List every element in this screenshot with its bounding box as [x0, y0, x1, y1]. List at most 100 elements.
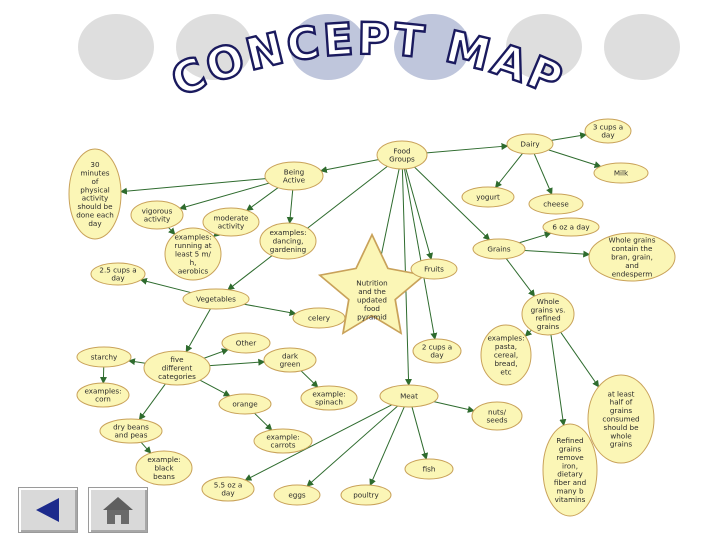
edge-grains-six_oz — [519, 231, 552, 244]
node-bubble — [99, 418, 163, 444]
node-bubble — [593, 162, 649, 184]
node-label: starchy — [91, 353, 118, 362]
node-bubble — [264, 161, 324, 191]
edge-dairy-yogurt — [494, 153, 523, 189]
decor-circle-5 — [506, 14, 582, 80]
node-bubble — [76, 346, 132, 368]
node-label: 6 oz a day — [552, 223, 590, 232]
node-label: example:spinach — [312, 389, 345, 406]
node-label: orange — [232, 400, 258, 409]
node-label: Milk — [614, 169, 629, 178]
node-bubble — [76, 382, 130, 408]
node-bubble — [135, 450, 193, 486]
node-bubble — [273, 484, 321, 506]
node-grain-examples: examples:pasta,cereal,bread,etc — [480, 324, 532, 386]
node-bubble — [471, 401, 523, 431]
node-bubble — [521, 292, 575, 336]
edge-vegetables-two_half_cups — [139, 277, 191, 294]
node-carrots: example:carrots — [253, 428, 313, 454]
node-label: Vegetables — [196, 295, 236, 304]
node-label: poultry — [353, 491, 379, 500]
node-bubble — [263, 347, 317, 373]
edge-dark_green-spinach — [300, 370, 319, 388]
edge-meat-five_oz — [244, 404, 393, 481]
edge-food_groups-fruits — [405, 168, 433, 261]
node-bubble — [404, 458, 454, 480]
edge-being_active-thirty_min — [119, 178, 266, 195]
edge-being_active-vigorous — [179, 182, 270, 211]
back-button[interactable] — [18, 487, 78, 533]
node-bubble — [584, 118, 632, 144]
node-bubble — [259, 222, 317, 260]
edge-five_categories-dry_beans — [138, 383, 166, 421]
node-label: examples:dancing,gardening — [269, 228, 306, 254]
node-orange: orange — [218, 393, 272, 415]
node-bubble — [461, 186, 515, 208]
node-poultry: poultry — [340, 484, 392, 506]
node-bubble — [588, 232, 676, 282]
node-bubble — [130, 200, 184, 230]
node-label: Fruits — [424, 265, 444, 274]
edge-dairy-cheese — [533, 153, 553, 196]
back-arrow-icon — [36, 498, 59, 522]
title-graphic: CONCEPT MAP — [163, 13, 570, 109]
edge-dairy-milk — [548, 149, 602, 168]
edge-vigorous-running — [168, 227, 176, 235]
node-meat: Meat — [379, 384, 439, 408]
connector-lines — [99, 132, 602, 487]
node-bubble — [340, 484, 392, 506]
node-bubble — [542, 423, 598, 517]
node-dairy: Dairy — [506, 133, 554, 155]
edge-five_categories-other — [203, 348, 229, 359]
edge-meat-eggs — [306, 405, 398, 487]
edge-food_groups-being_active — [319, 159, 379, 174]
node-bubble — [587, 374, 655, 464]
decor-circle-4 — [394, 14, 470, 80]
home-icon — [103, 497, 133, 524]
node-bubble — [143, 350, 211, 386]
node-bubble — [480, 324, 532, 386]
node-starchy: starchy — [76, 346, 132, 368]
edge-meat-nuts_seeds — [433, 401, 475, 413]
node-bubble — [379, 384, 439, 408]
node-label: cheese — [543, 200, 569, 209]
edge-five_categories-dark_green — [209, 358, 266, 367]
decor-circle-1 — [78, 14, 154, 80]
node-bubble — [182, 288, 250, 310]
edge-dairy-three_cups — [551, 132, 588, 141]
node-other: Other — [221, 332, 271, 354]
node-bubble — [90, 262, 146, 286]
node-bubble — [292, 307, 346, 329]
node-bubble — [218, 393, 272, 415]
node-label: Other — [236, 339, 256, 348]
node-bubble — [472, 238, 526, 260]
edge-grains-whole_grains_contain — [524, 250, 591, 258]
home-button[interactable] — [88, 487, 148, 533]
edge-five_categories-orange — [199, 379, 231, 397]
